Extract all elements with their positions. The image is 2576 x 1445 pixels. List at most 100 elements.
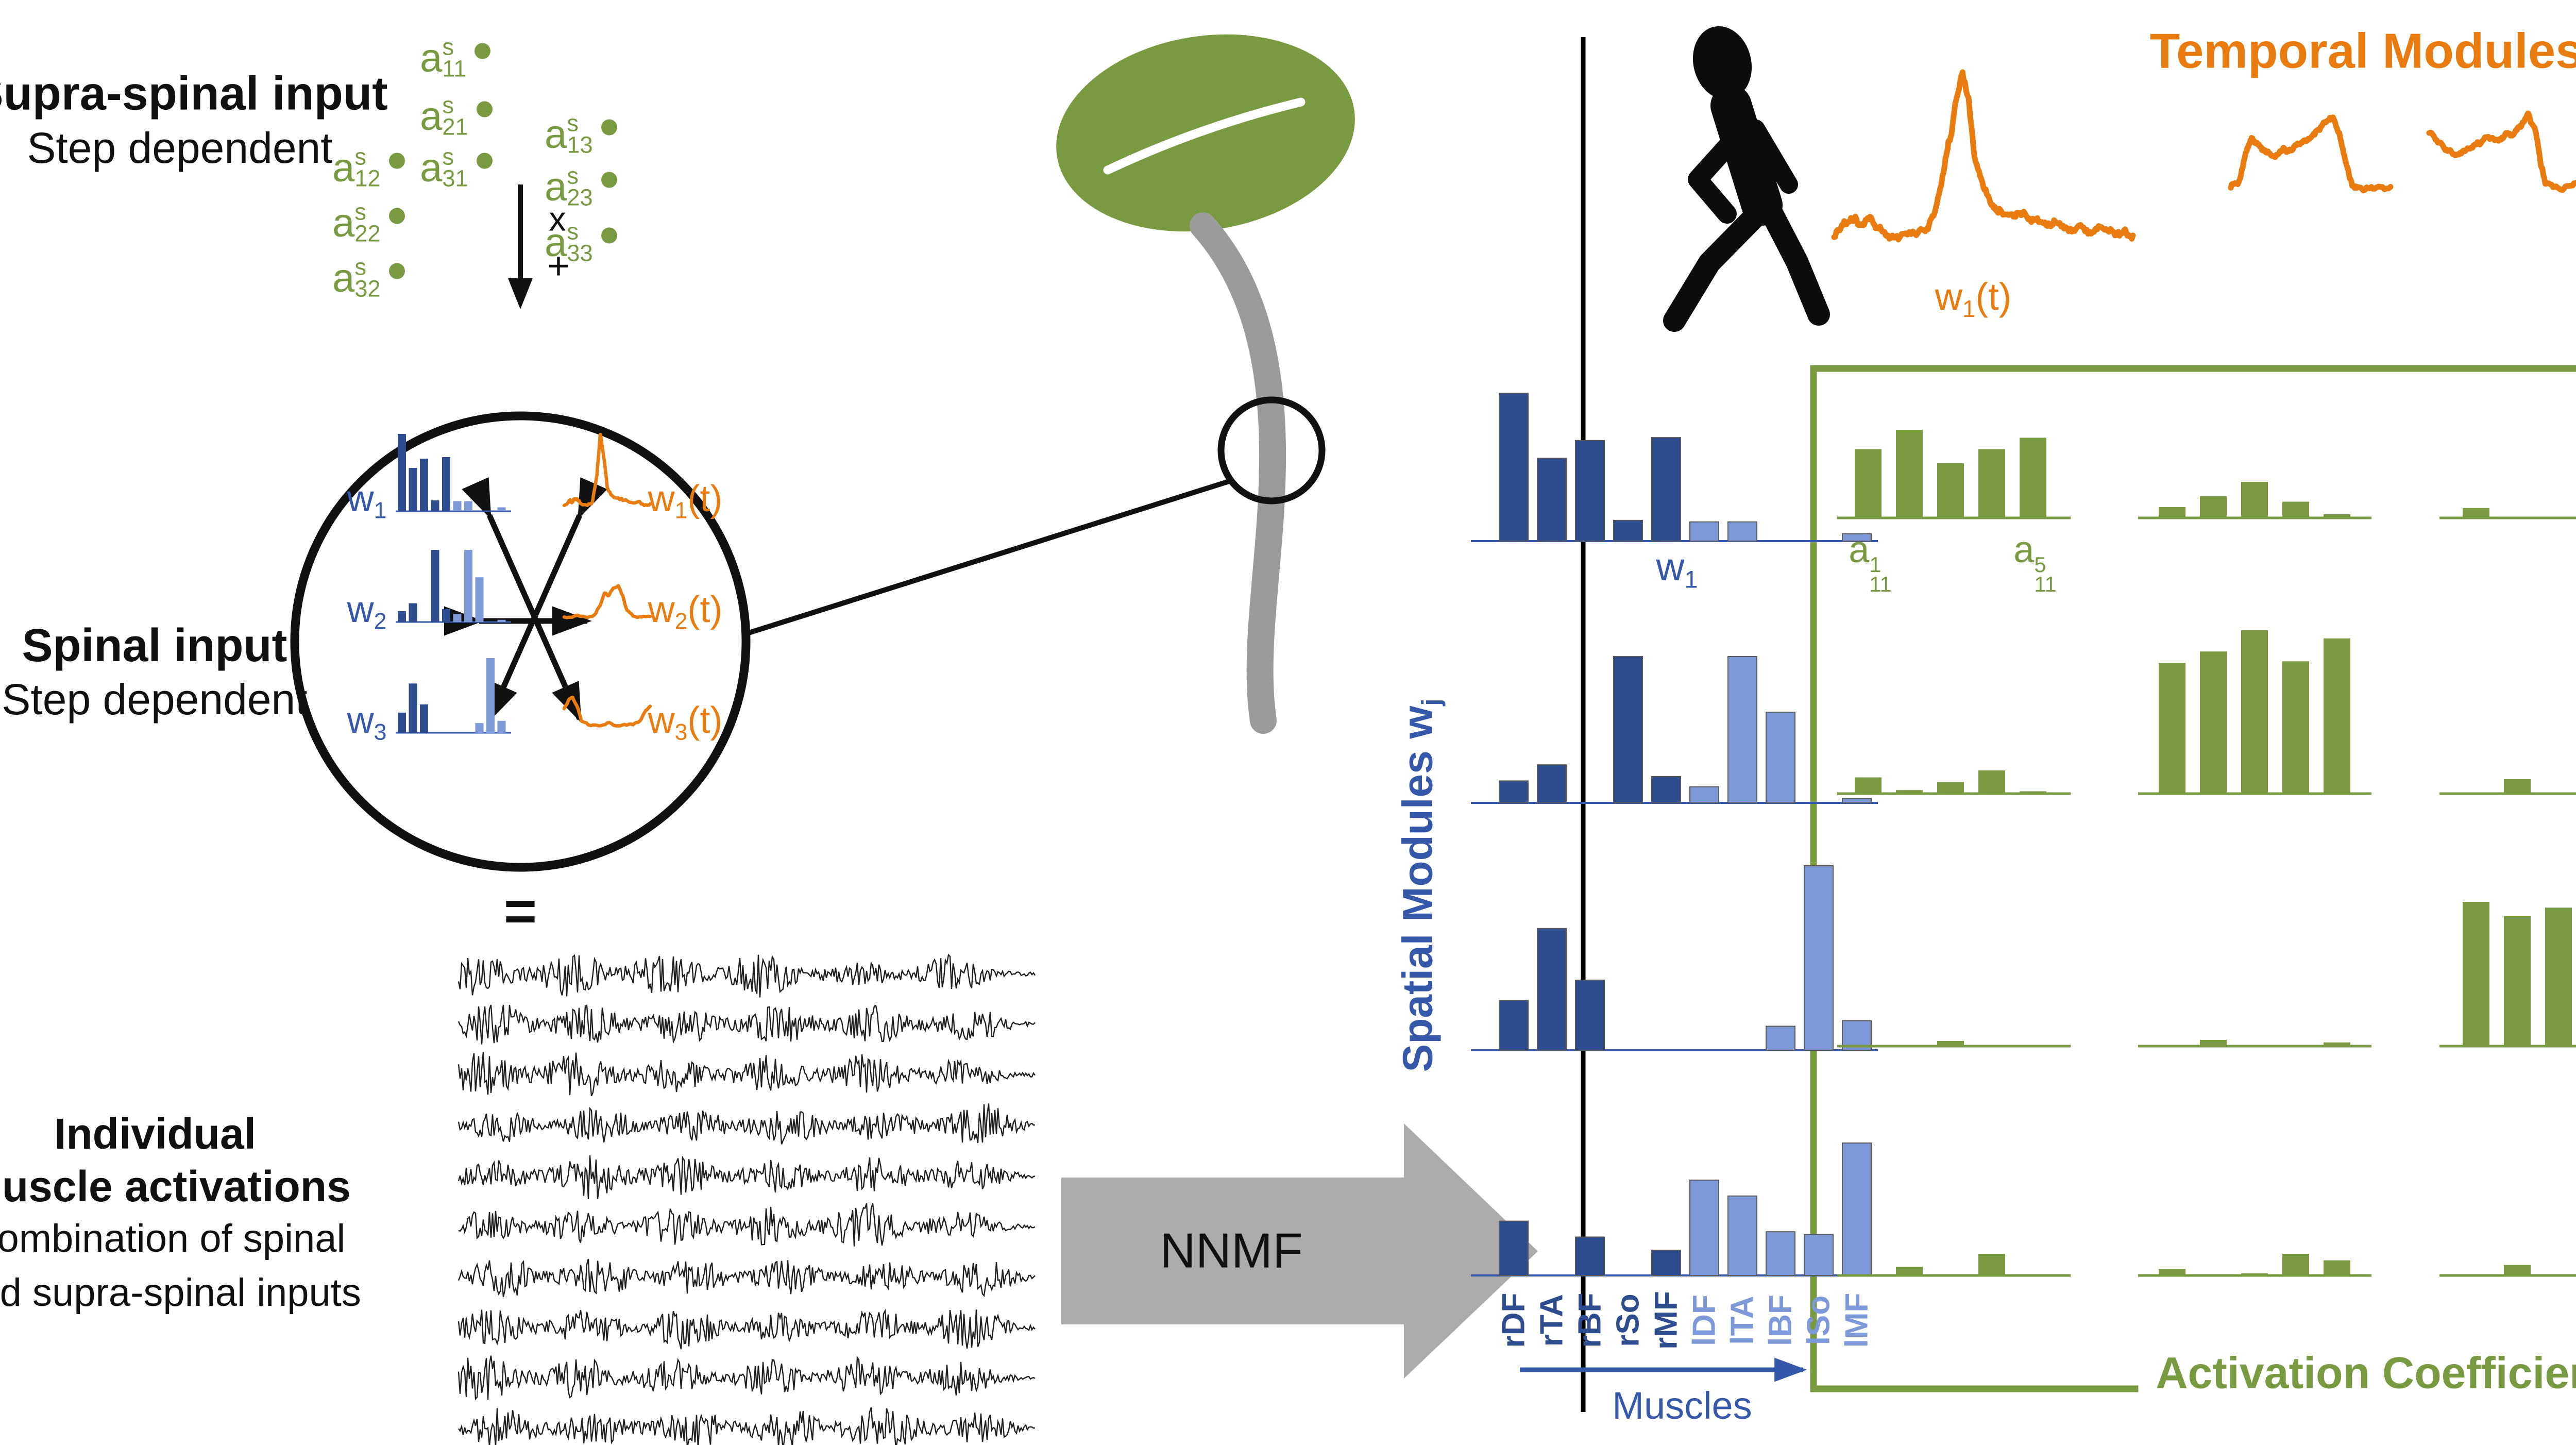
circle-mini-bar-w2 — [442, 609, 450, 622]
circle-w1t-label: w1(t) — [648, 478, 723, 524]
activation-bar-r4c2 — [2282, 1254, 2309, 1275]
coefficient-dot — [601, 227, 617, 244]
coefficient-dot — [388, 153, 405, 169]
spatial-bar-w1 — [1842, 533, 1872, 542]
muscle-label-rDF: rDF — [1496, 1292, 1532, 1348]
emg-subtitle-line2: and supra-spinal inputs — [0, 1271, 361, 1315]
activation-bar-r1c2 — [2159, 507, 2185, 518]
activation-bar-r1c2 — [2200, 496, 2227, 518]
nnmf-arrow — [1061, 1123, 1538, 1379]
circle-w2-label: w2 — [347, 589, 387, 634]
spatial-bar-w4 — [1575, 1236, 1605, 1276]
activation-coefficients-box — [1810, 365, 2576, 1392]
spinal-input-subtitle: Step dependent — [2, 675, 308, 724]
spatial-bar-w4 — [1842, 1142, 1872, 1276]
circle-mini-bar-w3 — [420, 704, 428, 733]
spatial-bar-w4 — [1804, 1234, 1834, 1276]
circle-mini-bar-w1 — [464, 501, 472, 511]
circle-mini-bar-w2 — [409, 603, 417, 622]
circle-mini-bar-w3 — [497, 720, 506, 733]
activation-bar-r1c1 — [1855, 449, 1882, 518]
circle-mini-bar-w3 — [486, 658, 495, 733]
circle-mini-bar-w3 — [398, 712, 406, 733]
muscle-label-lMF: lMF — [1839, 1292, 1875, 1348]
spatial-bar-w1 — [1727, 521, 1757, 542]
spatial-bar-w2 — [1727, 656, 1757, 803]
activation-bar-r1c1 — [2020, 438, 2046, 518]
circle-w3t-label: w3(t) — [648, 699, 723, 745]
emg-subtitle-line1: Combination of spinal — [0, 1217, 346, 1261]
activation-bar-r2c1 — [1978, 770, 2005, 794]
activation-bar-r4c2 — [2241, 1273, 2268, 1275]
muscle-label-lBF: lBF — [1762, 1295, 1799, 1346]
muscle-label-rSo: rSo — [1610, 1293, 1646, 1347]
circle-mini-bar-w1 — [409, 468, 417, 511]
activation-bar-r2c1 — [1937, 782, 1964, 794]
activation-bar-r3c2 — [2200, 1040, 2227, 1046]
coefficient-dot — [601, 172, 617, 188]
circle-mini-bar-w2 — [497, 619, 506, 622]
activation-bar-r2c2 — [2324, 638, 2350, 794]
spatial-bar-w2 — [1689, 786, 1719, 804]
activation-bar-r2c1 — [2020, 791, 2046, 794]
spatial-bar-w3 — [1537, 928, 1567, 1051]
activation-bar-r4c3 — [2504, 1265, 2531, 1275]
spatial-bar-w4 — [1499, 1220, 1529, 1276]
spatial-bar-w3 — [1575, 979, 1605, 1051]
plus-symbol: + — [547, 244, 570, 288]
emg-trace-9 — [457, 1355, 1036, 1401]
muscle-label-rBF: rBF — [1572, 1292, 1608, 1348]
spinal-segment-circle — [1217, 396, 1326, 505]
emg-title-line2: muscle activations — [0, 1162, 351, 1211]
circle-mini-bar-w2 — [464, 550, 472, 622]
circle-mini-bar-w2 — [398, 611, 406, 622]
emg-trace-5 — [457, 1155, 1036, 1199]
activation-bar-r1c2 — [2324, 514, 2350, 518]
w1t-trace-label: w1(t) — [1935, 275, 2012, 322]
spatial-bar-w2 — [1651, 776, 1681, 804]
emg-title-line1: Individual — [54, 1109, 257, 1158]
spatial-bar-w2 — [1537, 764, 1567, 804]
circle-mini-trace-w1t — [562, 432, 652, 508]
temporal-modules-title: Temporal Modules wj(t) — [2149, 23, 2576, 79]
activation-bar-r2c2 — [2241, 630, 2268, 794]
spatial-modules-title: Spatial Modules wj — [1394, 698, 1446, 1072]
spatial-bar-w4 — [1689, 1179, 1719, 1276]
activation-bar-r3c1 — [1937, 1041, 1964, 1046]
spatial-bar-w4 — [1727, 1195, 1757, 1276]
spatial-bar-w1 — [1613, 519, 1643, 542]
spinal-cord-icon — [1190, 212, 1286, 734]
spatial-bar-w3 — [1804, 865, 1834, 1051]
activation-bar-r1c1 — [1896, 430, 1923, 518]
spatial-bar-w3 — [1766, 1026, 1795, 1051]
emg-trace-6 — [458, 1203, 1036, 1247]
circle-mini-bar-w3 — [475, 723, 484, 733]
spatial-bar-w3 — [1499, 1000, 1529, 1051]
muscle-label-lTA: lTA — [1724, 1296, 1760, 1345]
spatial-bar-w1 — [1575, 440, 1605, 542]
coefficient-dot — [388, 263, 405, 279]
activation-bar-r2c1 — [1855, 777, 1882, 794]
activation-bar-r4c2 — [2324, 1260, 2350, 1275]
spinal-zoom-circle — [290, 411, 751, 872]
spatial-bar-w2 — [1499, 780, 1529, 804]
coefficient-dot — [476, 153, 493, 169]
muscles-axis-label: Muscles — [1612, 1384, 1752, 1427]
activation-bar-r2c3 — [2504, 779, 2531, 794]
spatial-bar-w1 — [1651, 437, 1681, 542]
equals-symbol: = — [503, 879, 537, 943]
activation-bar-r1c3 — [2463, 508, 2489, 518]
circle-mini-trace-w3t — [562, 696, 652, 728]
emg-trace-10 — [458, 1407, 1036, 1445]
spatial-bar-w1 — [1537, 458, 1567, 542]
circle-mini-bar-w1 — [431, 500, 439, 511]
circle-mini-bar-w1 — [442, 457, 450, 511]
supra-spinal-title: Supra-spinal input — [0, 67, 388, 120]
circle-w3-label: w3 — [347, 699, 387, 745]
temporal-trace-2 — [2228, 114, 2394, 194]
